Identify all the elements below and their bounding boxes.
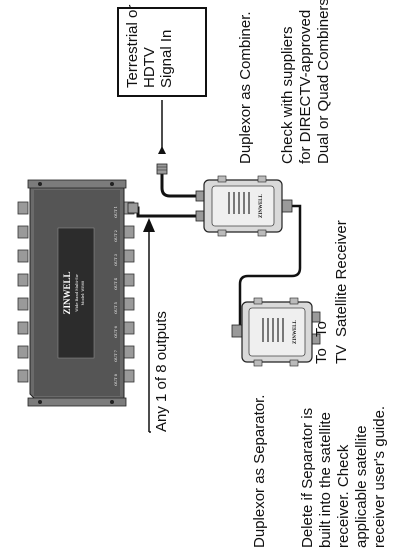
delete-line-5: receiver user's guide. [371, 406, 388, 548]
tv-label: TV [333, 345, 350, 364]
arrow-to-output-head [143, 218, 155, 232]
separator-label: Duplexor as Separator. [251, 395, 268, 548]
terrestrial-line-1: Terrestrial or [124, 5, 141, 88]
cable-multiswitch-to-combiner [132, 206, 202, 218]
port-label-8: OUT 8 [114, 373, 118, 386]
check-line-2: for DIRECTV-approved [297, 10, 314, 164]
satellite-receiver-label: Satellite Receiver [333, 220, 350, 337]
separator-duplexor: ZINWELL [231, 297, 321, 367]
combiner-brand: ZINWELL [259, 193, 264, 218]
arrow-to-terrestrial-head [158, 146, 166, 154]
separator-brand: ZINWELL [293, 319, 298, 344]
port-label-6: OUT 6 [114, 325, 118, 338]
cable-terrestrial-to-combiner [160, 170, 202, 198]
port-label-1: OUT 1 [114, 206, 118, 218]
to-label-2: To [313, 321, 330, 337]
multiswitch-model-line1: Wide Band Multi-Sw [75, 273, 79, 311]
delete-line-2: built into the satellite [317, 412, 334, 548]
delete-line-1: Delete if Separator is [299, 408, 316, 548]
multiswitch-label-panel [57, 227, 95, 359]
outputs-label: Any 1 of 8 outputs [153, 311, 170, 432]
delete-line-4: applicable satellite [353, 425, 370, 548]
port-label-4: OUT 4 [114, 277, 118, 290]
cable-combiner-to-separator [238, 204, 302, 332]
terrestrial-connector [156, 163, 168, 175]
check-line-3: Dual or Quad Combiners. [315, 0, 332, 164]
to-label-1: To [313, 348, 330, 364]
port-label-3: OUT 3 [114, 253, 118, 266]
combiner-duplexor: ZINWELL [195, 175, 293, 237]
multiswitch-brand: ZINWELL [62, 271, 72, 314]
multiswitch: ZINWELL Wide Band Multi-Sw Model: WB68 O… [17, 179, 135, 407]
delete-line-3: receiver. Check [335, 444, 352, 548]
combiner-label: Duplexor as Combiner. [237, 11, 254, 164]
port-label-7: OUT 7 [114, 349, 118, 362]
multiswitch-output-connectors [123, 201, 135, 383]
port-label-2: OUT 2 [114, 230, 118, 242]
multiswitch-left-connectors [17, 201, 29, 383]
terrestrial-line-3: Signal In [158, 30, 175, 88]
arrows [143, 100, 166, 433]
port-label-5: OUT 5 [114, 301, 118, 314]
terrestrial-line-2: HDTV [141, 47, 158, 88]
check-line-1: Check with suppliers [279, 26, 296, 164]
multiswitch-model-line2: Model: WB68 [81, 280, 85, 305]
terrestrial-source-box [117, 7, 207, 97]
output-connector-highlight [127, 202, 139, 214]
